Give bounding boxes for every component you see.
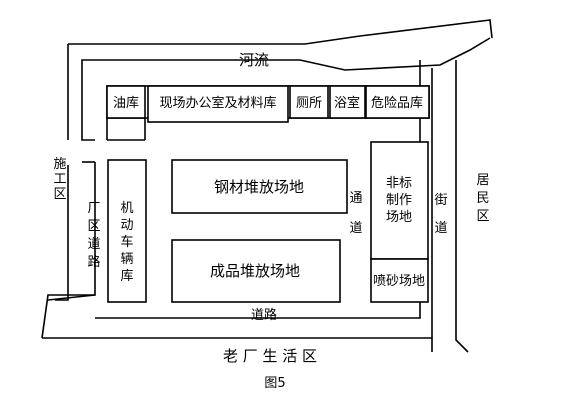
residential-label: 居 民 区 bbox=[476, 173, 489, 224]
road-label: 道路 bbox=[251, 307, 277, 323]
road-left-edge bbox=[41, 162, 96, 339]
passage-label: 通 道 bbox=[349, 191, 362, 236]
nonstd-yard-label: 非标 制作 场地 bbox=[386, 176, 412, 225]
hazmat-depot-box bbox=[365, 85, 430, 119]
svg-text:路: 路 bbox=[87, 254, 100, 270]
product-yard-box bbox=[171, 239, 341, 303]
svg-text:区: 区 bbox=[476, 209, 489, 224]
river-top-line bbox=[68, 19, 493, 45]
sandblast-yard-label: 喷砂场地 bbox=[373, 274, 425, 289]
svg-text:区: 区 bbox=[87, 219, 100, 234]
svg-text:制作: 制作 bbox=[386, 193, 412, 208]
steel-yard-box bbox=[171, 159, 348, 214]
svg-text:车: 车 bbox=[120, 234, 133, 250]
svg-text:区: 区 bbox=[53, 187, 66, 202]
svg-text:道: 道 bbox=[349, 221, 362, 236]
gate-left-upper bbox=[81, 80, 95, 141]
steel-yard-label: 钢材堆放场地 bbox=[214, 178, 304, 196]
svg-text:辆: 辆 bbox=[120, 252, 133, 267]
toilet-box bbox=[289, 85, 329, 119]
oil-depot-box bbox=[106, 85, 146, 119]
office-store-label: 现场办公室及材料库 bbox=[159, 95, 276, 111]
svg-text:道: 道 bbox=[87, 237, 100, 252]
product-yard-label: 成品堆放场地 bbox=[210, 262, 300, 280]
river-label: 河流 bbox=[239, 51, 269, 69]
svg-text:厂: 厂 bbox=[87, 201, 100, 216]
svg-text:机: 机 bbox=[120, 201, 133, 216]
svg-text:场地: 场地 bbox=[386, 210, 412, 225]
toilet-label: 厕所 bbox=[296, 96, 322, 111]
svg-text:非标: 非标 bbox=[386, 176, 412, 191]
svg-text:动: 动 bbox=[120, 218, 133, 233]
bathroom-label: 浴室 bbox=[334, 95, 360, 111]
factory-road-label: 厂 区 道 路 bbox=[87, 201, 100, 270]
svg-text:通: 通 bbox=[349, 191, 362, 206]
sandblast-yard-box bbox=[370, 258, 429, 303]
gate-left-lower bbox=[55, 165, 69, 301]
svg-text:工: 工 bbox=[53, 172, 66, 187]
construction-zone-label: 施 工 区 bbox=[53, 157, 66, 202]
road-bottom-top-edge bbox=[47, 294, 96, 301]
vehicle-depot-label: 机 动 车 辆 库 bbox=[120, 201, 133, 284]
svg-text:库: 库 bbox=[120, 268, 133, 284]
svg-text:施: 施 bbox=[53, 157, 66, 172]
street-line-right bbox=[455, 60, 469, 353]
office-store-box bbox=[147, 85, 289, 123]
svg-text:街: 街 bbox=[434, 193, 447, 208]
oil-depot-label: 油库 bbox=[113, 95, 139, 111]
old-factory-living-label: 老 厂 生 活 区 bbox=[223, 347, 317, 365]
hazmat-depot-label: 危险品库 bbox=[371, 95, 423, 111]
figure-caption: 图5 bbox=[264, 376, 285, 391]
vehicle-depot-box bbox=[107, 159, 147, 303]
svg-text:民: 民 bbox=[476, 191, 489, 206]
svg-text:道: 道 bbox=[434, 221, 447, 236]
bathroom-box bbox=[329, 85, 366, 119]
street-label: 街 道 bbox=[434, 193, 447, 236]
river-bottom-line bbox=[81, 37, 491, 80]
svg-text:居: 居 bbox=[476, 173, 489, 188]
